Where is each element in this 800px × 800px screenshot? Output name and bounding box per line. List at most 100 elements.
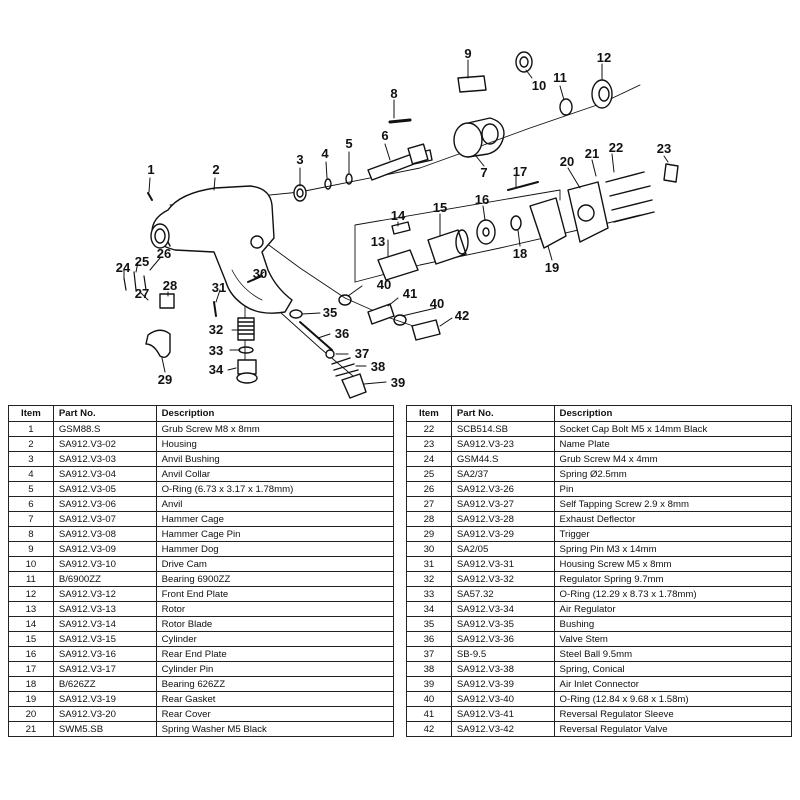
cell-item: 13 [8, 601, 54, 617]
cell-description: Spring Pin M3 x 14mm [553, 541, 793, 557]
callout-32: 32 [209, 322, 223, 337]
cell-part-no: SB-9.5 [450, 646, 555, 662]
rear-end-plate-part [476, 219, 496, 245]
cell-description: O-Ring (12.84 x 9.68 x 1.58m) [553, 691, 793, 707]
cell-item: 33 [406, 586, 452, 602]
reversal-oring-part-a [338, 294, 352, 306]
callout-41: 41 [403, 286, 417, 301]
callout-34: 34 [209, 362, 224, 377]
anvil-part [367, 143, 433, 181]
cell-part-no: SA912.V3-19 [52, 691, 157, 707]
cell-description: Housing Screw M5 x 8mm [553, 556, 793, 572]
cell-item: 21 [8, 721, 54, 737]
rear-cover-part [567, 181, 609, 243]
callout-27: 27 [135, 286, 149, 301]
cell-description: Hammer Cage [155, 511, 395, 527]
bearing-6900zz-part [559, 98, 573, 116]
rotor-blade-part [391, 221, 411, 235]
cell-part-no: B/626ZZ [52, 676, 157, 692]
cell-description: Valve Stem [553, 631, 793, 647]
reversal-oring-part-b [393, 314, 407, 326]
hammer-cage-pin-part [388, 118, 412, 124]
callout-16: 16 [475, 192, 489, 207]
cell-item: 15 [8, 631, 54, 647]
callout-5: 5 [345, 136, 352, 151]
callout-10: 10 [532, 78, 546, 93]
cell-description: Cylinder [155, 631, 395, 647]
cell-description: Bushing [553, 616, 793, 632]
cell-description: Regulator Spring 9.7mm [553, 571, 793, 587]
hammer-dog-part [457, 75, 487, 93]
cell-description: Drive Cam [155, 556, 395, 572]
callout-24: 24 [116, 260, 131, 275]
cell-part-no: SA912.V3-02 [52, 436, 157, 452]
anvil-bushing-part [293, 184, 307, 202]
cell-item: 32 [406, 571, 452, 587]
callout-28: 28 [163, 278, 177, 293]
cell-part-no: SCB514.SB [450, 421, 555, 437]
callout-20: 20 [560, 154, 574, 169]
callout-13: 13 [371, 234, 385, 249]
cell-part-no: SA912.V3-32 [450, 571, 555, 587]
air-regulator-part [236, 359, 258, 384]
cell-description: O-Ring (12.29 x 8.73 x 1.78mm) [553, 586, 793, 602]
cell-item: 8 [8, 526, 54, 542]
cell-part-no: GSM44.S [450, 451, 555, 467]
housing-part [150, 185, 293, 314]
callout-42: 42 [455, 308, 469, 323]
cell-description: Rear End Plate [155, 646, 395, 662]
cell-description: Name Plate [553, 436, 793, 452]
cell-description: Anvil [155, 496, 395, 512]
cell-item: 38 [406, 661, 452, 677]
cell-description: Cylinder Pin [155, 661, 395, 677]
cell-item: 30 [406, 541, 452, 557]
cell-description: Hammer Dog [155, 541, 395, 557]
leader-lines [123, 59, 669, 385]
cell-description: Bearing 626ZZ [155, 676, 395, 692]
callout-35: 35 [323, 305, 337, 320]
cell-part-no: SA912.V3-35 [450, 616, 555, 632]
conical-spring-part [331, 357, 359, 377]
cell-item: 24 [406, 451, 452, 467]
callout-1: 1 [147, 162, 154, 177]
cell-item: 35 [406, 616, 452, 632]
cell-description: Trigger [553, 526, 793, 542]
header-item: Item [406, 405, 452, 422]
reversal-valve-part [411, 319, 441, 341]
callout-7: 7 [480, 165, 487, 180]
cell-part-no: SA912.V3-41 [450, 706, 555, 722]
cell-part-no: SA912.V3-31 [450, 556, 555, 572]
cell-part-no: SA912.V3-26 [450, 481, 555, 497]
cell-item: 5 [8, 481, 54, 497]
cell-item: 11 [8, 571, 54, 587]
cell-description: Front End Plate [155, 586, 395, 602]
cell-part-no: SWM5.SB [52, 721, 157, 737]
callout-labels: 1 2 3 4 5 6 7 8 9 10 11 12 13 14 15 16 1… [116, 46, 671, 390]
cell-item: 34 [406, 601, 452, 617]
cylinder-pin-part [507, 181, 539, 191]
cell-item: 19 [8, 691, 54, 707]
callout-9: 9 [464, 46, 471, 61]
cell-item: 40 [406, 691, 452, 707]
callout-3: 3 [296, 152, 303, 167]
cell-item: 41 [406, 706, 452, 722]
cell-item: 39 [406, 676, 452, 692]
cell-part-no: GSM88.S [52, 421, 157, 437]
cell-part-no: SA912.V3-39 [450, 676, 555, 692]
cell-part-no: SA912.V3-34 [450, 601, 555, 617]
cell-part-no: SA912.V3-28 [450, 511, 555, 527]
cell-description: Air Inlet Connector [553, 676, 793, 692]
